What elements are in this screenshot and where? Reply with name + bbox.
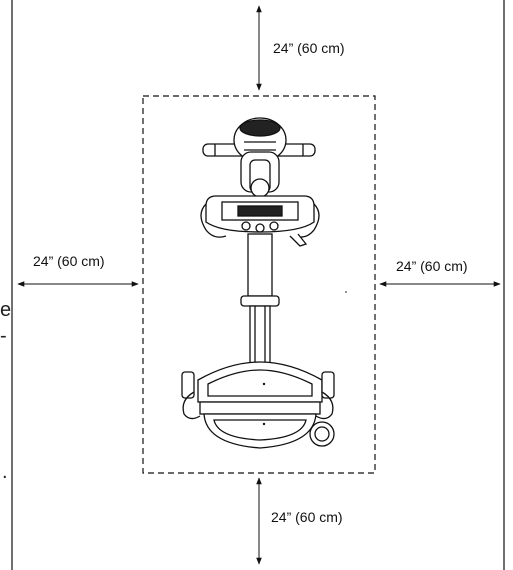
upright-column [247, 233, 273, 297]
seat-frame [197, 361, 323, 403]
clearance-label-right: 24” (60 cm) [396, 258, 468, 274]
side-handle-right [321, 371, 335, 399]
side-handle-left [181, 371, 195, 399]
cut-off-text-2: - [0, 325, 7, 347]
clearance-label-left: 24” (60 cm) [33, 253, 105, 269]
clearance-label-bottom: 24” (60 cm) [271, 509, 343, 525]
clearance-label-top: 24” (60 cm) [273, 40, 345, 56]
pedal-knob [309, 421, 335, 447]
cut-off-text-3: . [2, 461, 8, 483]
seat-base [203, 413, 317, 449]
clearance-boundary [142, 95, 376, 474]
cut-off-text-1: e [0, 299, 12, 321]
exercise-bike-top-view [181, 117, 335, 449]
